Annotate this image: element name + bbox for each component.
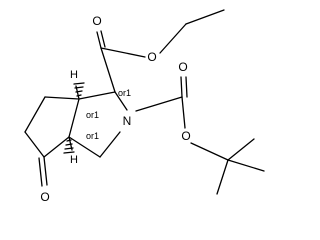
ester-carbonyl-oxygen-label: O bbox=[92, 14, 101, 28]
bond-tbu-methyl-right bbox=[227, 159, 265, 172]
bond-c3a-c6a bbox=[68, 98, 80, 138]
bond-c6a-c1 bbox=[78, 91, 116, 100]
bond-c3-c3a bbox=[68, 136, 101, 158]
bond-c4-c3a bbox=[43, 136, 70, 158]
stereo-label-c6a: or1 bbox=[86, 110, 99, 120]
hydrogen-label-bottom: H bbox=[70, 154, 78, 166]
hydrogen-label-top: H bbox=[70, 69, 78, 81]
bond-c4-double-o bbox=[43, 156, 48, 186]
bond-n2-c3 bbox=[99, 131, 121, 158]
stereo-label-c1: or1 bbox=[118, 88, 131, 98]
hash-bond-c3a-h bbox=[63, 136, 75, 154]
bond-ester-c-double-o-2 bbox=[100, 30, 106, 48]
bond-carbonyl-double-o bbox=[180, 76, 183, 98]
bond-ester-c-double-o bbox=[96, 31, 102, 49]
stereo-label-c3a: or1 bbox=[86, 131, 99, 141]
bond-o-tbu bbox=[190, 142, 229, 161]
bond-carbonyl-double-o-2 bbox=[185, 76, 188, 98]
bond-carbonyl-o bbox=[181, 96, 186, 129]
bond-n2-carbonyl bbox=[135, 96, 183, 112]
hash-bond-c6a-h bbox=[73, 82, 85, 100]
ester-oxygen-label: O bbox=[147, 50, 156, 64]
bond-ch2-ch3 bbox=[185, 9, 225, 25]
bond-tbu-methyl-top bbox=[227, 138, 255, 161]
bond-c5-c4 bbox=[24, 131, 45, 158]
carbamate-carbonyl-oxygen-label: O bbox=[178, 60, 187, 74]
ketone-oxygen-label: O bbox=[40, 190, 49, 204]
bond-c6-c5 bbox=[24, 96, 46, 133]
bond-ester-o-ch2 bbox=[159, 23, 187, 54]
ring-nitrogen-label: N bbox=[123, 114, 132, 128]
bond-c4-double-o-2 bbox=[38, 157, 43, 187]
bond-ester-c-o bbox=[100, 47, 146, 58]
bond-c1-n2 bbox=[114, 91, 128, 111]
bond-tbu-methyl-bottom bbox=[216, 159, 229, 195]
bond-c1-ester-carbon bbox=[100, 47, 116, 93]
bond-c6a-c6 bbox=[44, 96, 80, 100]
carbamate-oxygen-label: O bbox=[181, 129, 190, 143]
chemical-structure: O O N O O O H H or1 or1 or1 bbox=[24, 9, 265, 204]
